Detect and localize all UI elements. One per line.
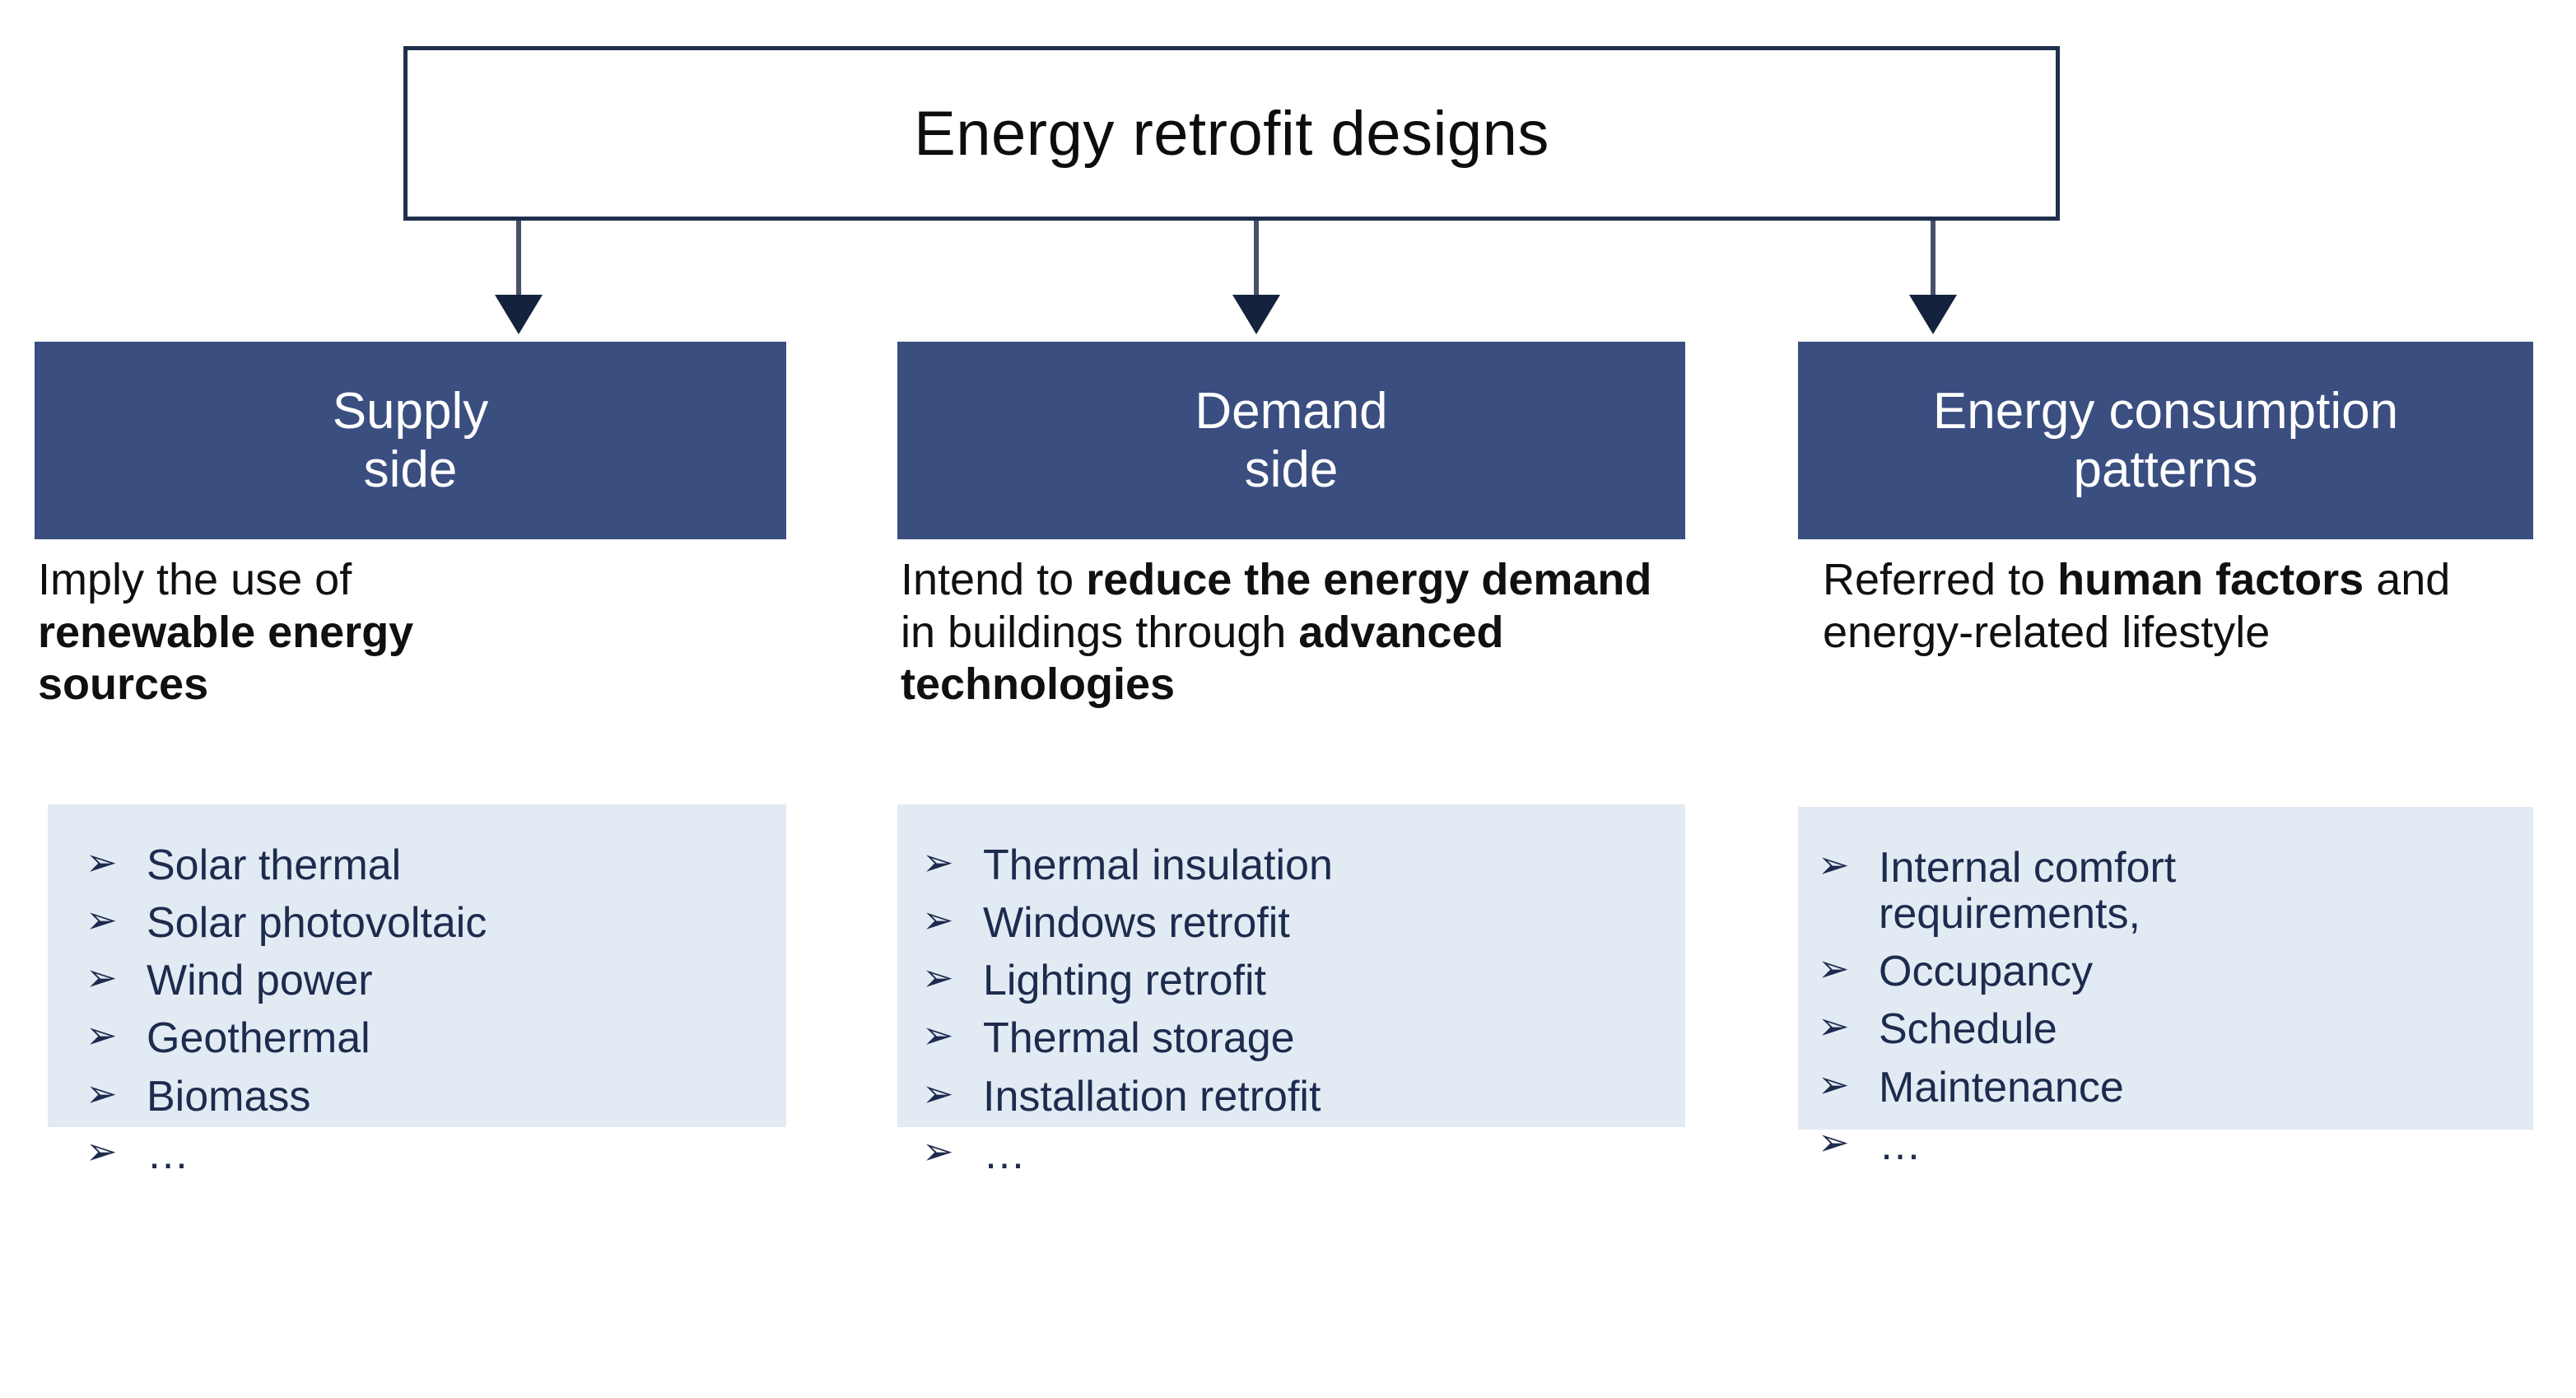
list-item[interactable]: ➢ Wind power [48, 958, 786, 1004]
arrowhead-bullet-icon: ➢ [922, 1013, 954, 1058]
arrowhead-bullet-icon: ➢ [86, 1013, 118, 1058]
list-item-label: Wind power [147, 957, 373, 1005]
list-item[interactable]: ➢ Thermal insulation [897, 842, 1685, 888]
arrowhead-bullet-icon: ➢ [922, 897, 954, 943]
list-item[interactable]: ➢ Maintenance [1798, 1061, 2533, 1111]
list-item[interactable]: ➢ Internal comfort requirements, [1798, 842, 2533, 939]
list-item[interactable]: ➢ Schedule [1798, 1006, 2533, 1052]
list-item-label: … [147, 1130, 189, 1178]
arrowhead-bullet-icon: ➢ [86, 1070, 118, 1116]
list-item-label: Internal comfort requirements, [1879, 844, 2177, 939]
list-item-label: Biomass [147, 1072, 311, 1121]
column-demand-side: Demand side Intend to reduce the energy … [897, 342, 1685, 1177]
column-header-demand-side: Demand side [897, 342, 1685, 539]
list-item-label: Solar thermal [147, 841, 402, 889]
list-panel-supply-side: ➢ Solar thermal ➢ Solar photovoltaic ➢ W… [48, 804, 786, 1177]
arrowhead-bullet-icon: ➢ [86, 897, 118, 943]
list-item[interactable]: ➢ Installation retrofit [897, 1070, 1685, 1121]
list-item-label: Thermal storage [983, 1014, 1295, 1063]
desc-seg-bold: renewable energy sources [38, 607, 414, 710]
diagram-title-box: Energy retrofit designs [403, 46, 2060, 221]
arrowhead-bullet-icon: ➢ [1818, 842, 1850, 887]
list-item-label: Geothermal [147, 1014, 370, 1063]
connector-arrow-patterns [1909, 295, 1957, 334]
list-item-label: Installation retrofit [983, 1072, 1321, 1121]
arrowhead-bullet-icon: ➢ [86, 1128, 118, 1173]
column-header-line-1: Energy consumption [1932, 382, 2399, 440]
arrowhead-bullet-icon: ➢ [1818, 946, 1850, 991]
list-item[interactable]: ➢ Occupancy [1798, 948, 2533, 995]
list-item[interactable]: ➢ Thermal storage [897, 1015, 1685, 1061]
desc-seg-bold: reduce the energy demand [1086, 555, 1652, 604]
list-item[interactable]: ➢ … [48, 1128, 786, 1178]
list-item[interactable]: ➢ Biomass [48, 1070, 786, 1121]
list-item[interactable]: ➢ Geothermal [48, 1015, 786, 1061]
list-item-label: Lighting retrofit [983, 957, 1266, 1005]
list-item[interactable]: ➢ … [1798, 1119, 2533, 1169]
desc-seg-plain: Imply the use of [38, 555, 352, 604]
list-item-label: Occupancy [1879, 948, 2094, 996]
list-panel-energy-consumption-patterns: ➢ Internal comfort requirements, ➢ Occup… [1798, 807, 2533, 1168]
list-item-label: Solar photovoltaic [147, 899, 487, 948]
list-item-label: Thermal insulation [983, 841, 1333, 889]
column-header-line-1: Demand [1195, 382, 1388, 440]
list-item-label: … [983, 1130, 1026, 1178]
arrowhead-bullet-icon: ➢ [922, 1128, 954, 1173]
desc-seg-bold-2: advanced technologies [901, 607, 1504, 710]
column-header-line-2: side [363, 441, 458, 498]
arrowhead-bullet-icon: ➢ [922, 840, 954, 884]
column-energy-consumption-patterns: Energy consumption patterns Referred to … [1798, 342, 2533, 1168]
arrowhead-bullet-icon: ➢ [86, 840, 118, 884]
column-header-energy-consumption-patterns: Energy consumption patterns [1798, 342, 2533, 539]
arrowhead-bullet-icon: ➢ [1818, 1061, 1850, 1107]
connector-line-demand [1254, 221, 1259, 316]
list-item-label: Maintenance [1879, 1063, 2124, 1111]
list-panel-demand-side: ➢ Thermal insulation ➢ Windows retrofit … [897, 804, 1685, 1177]
column-description-energy-consumption-patterns: Referred to human factors and energy-rel… [1798, 554, 2531, 659]
column-description-demand-side: Intend to reduce the energy demand in bu… [897, 554, 1675, 711]
list-item[interactable]: ➢ … [897, 1128, 1685, 1178]
column-supply-side: Supply side Imply the use of renewable e… [35, 342, 786, 1177]
column-header-line-2: patterns [2073, 441, 2258, 498]
list-item-label: Schedule [1879, 1005, 2057, 1054]
desc-seg-plain-2: in buildings through [901, 607, 1299, 657]
list-item[interactable]: ➢ Solar thermal [48, 842, 786, 888]
connector-line-supply [516, 221, 521, 316]
arrowhead-bullet-icon: ➢ [1818, 1004, 1850, 1049]
arrowhead-bullet-icon: ➢ [86, 955, 118, 1000]
column-header-supply-side: Supply side [35, 342, 786, 539]
column-description-supply-side: Imply the use of renewable energy source… [35, 554, 565, 711]
list-item[interactable]: ➢ Windows retrofit [897, 900, 1685, 946]
connector-arrow-supply [495, 295, 543, 334]
list-item[interactable]: ➢ Lighting retrofit [897, 958, 1685, 1004]
list-item-label: … [1879, 1121, 1922, 1169]
column-header-line-1: Supply [332, 382, 489, 440]
desc-seg-plain-2: and energy-related lifestyle [1823, 555, 2451, 657]
page-title: Energy retrofit designs [914, 98, 1549, 169]
arrowhead-bullet-icon: ➢ [922, 955, 954, 1000]
connector-line-patterns [1931, 221, 1935, 316]
desc-seg-plain: Intend to [901, 555, 1087, 604]
arrowhead-bullet-icon: ➢ [922, 1070, 954, 1116]
connector-arrow-demand [1232, 295, 1280, 334]
arrowhead-bullet-icon: ➢ [1818, 1119, 1850, 1164]
desc-seg-plain: Referred to [1823, 555, 2058, 604]
desc-seg-bold: human factors [2057, 555, 2364, 604]
column-header-line-2: side [1244, 441, 1339, 498]
list-item[interactable]: ➢ Solar photovoltaic [48, 900, 786, 946]
list-item-label: Windows retrofit [983, 899, 1290, 948]
